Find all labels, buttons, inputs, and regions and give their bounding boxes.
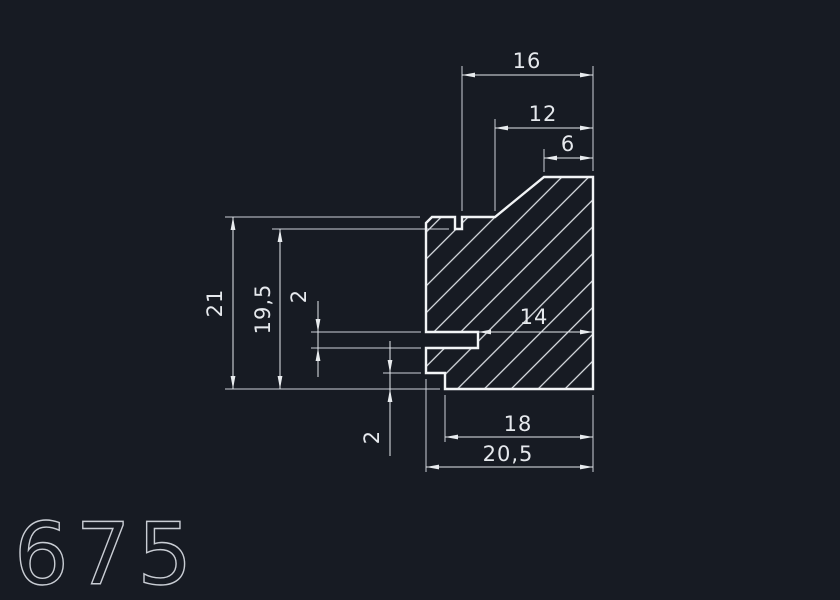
dimension-labels: 16 12 6 21 19,5 2 14 18 20,5 2 bbox=[203, 49, 575, 466]
profile-number: 675 bbox=[14, 505, 199, 600]
dim-label-foot-height: 2 bbox=[360, 430, 384, 444]
profile-cross-section bbox=[424, 175, 595, 391]
dim-label-total-height: 21 bbox=[203, 289, 227, 318]
dim-label-top-width: 16 bbox=[513, 49, 542, 73]
dimension-lines bbox=[230, 72, 593, 470]
dim-label-bottom-width: 18 bbox=[504, 412, 533, 436]
dim-label-inner-height: 19,5 bbox=[251, 284, 275, 335]
dim-label-chamfer-width: 12 bbox=[529, 102, 558, 126]
dim-label-slot-height: 2 bbox=[287, 289, 311, 303]
dim-label-total-width: 20,5 bbox=[483, 442, 534, 466]
extension-lines bbox=[225, 66, 594, 472]
dim-label-slot-to-edge: 14 bbox=[520, 305, 549, 329]
dim-label-top-flat: 6 bbox=[561, 132, 575, 156]
